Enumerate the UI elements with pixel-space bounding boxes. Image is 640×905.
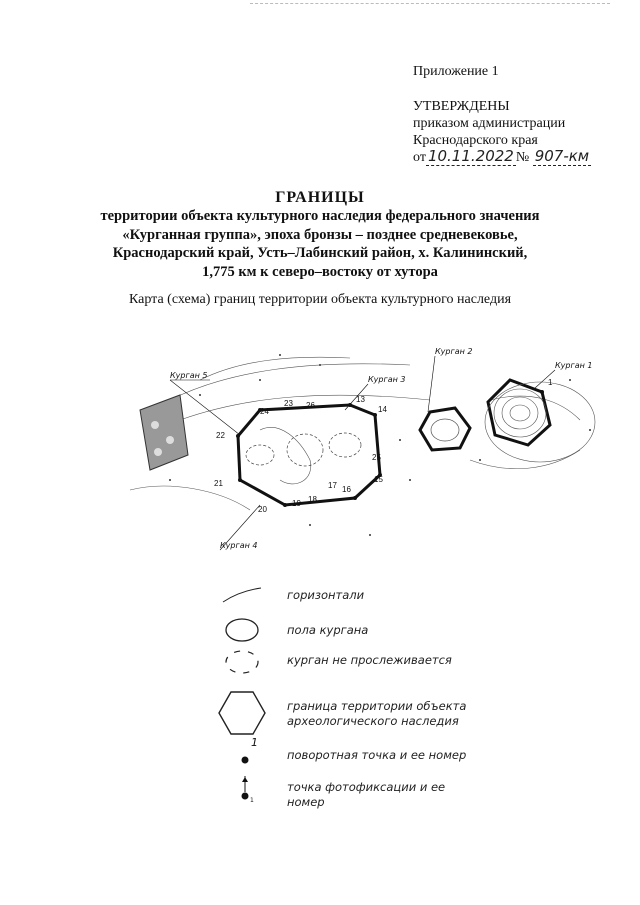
appendix-label: Приложение 1	[413, 64, 499, 79]
svg-text:1: 1	[548, 378, 553, 387]
svg-text:21: 21	[214, 479, 223, 488]
map-legend: горизонтали пола кургана курган не просл…	[215, 582, 505, 822]
elevation-dots	[169, 354, 591, 536]
photo-point-icon: 1	[241, 776, 254, 804]
building-hatched	[139, 394, 189, 471]
turning-point-number: 1	[251, 736, 258, 749]
ellipse-icon	[225, 618, 259, 642]
svg-text:16: 16	[342, 485, 351, 494]
legend-photo-line-1: точка фотофиксации и ее	[287, 780, 446, 794]
svg-text:13: 13	[356, 395, 365, 404]
svg-text:18: 18	[308, 495, 317, 504]
boundary-map: Курган 5 Курган 3 Курган 2 Курган 1 Кург…	[129, 347, 596, 551]
kurgan-label-4: Курган 4	[220, 541, 257, 550]
svg-text:15: 15	[374, 475, 383, 484]
approved-label: УТВЕРЖДЕНЫ	[413, 99, 510, 114]
kurgan-label-1: Курган 1	[555, 361, 592, 370]
dashed-ellipse-icon	[225, 650, 259, 674]
legend-hexagon-line-1: граница территории объекта	[287, 699, 467, 713]
svg-text:25: 25	[372, 453, 381, 462]
svg-text:23: 23	[284, 399, 293, 408]
legend-contour-label: горизонтали	[287, 588, 365, 602]
legend-photo-line-2: номер	[287, 795, 325, 809]
kurgan-label-2: Курган 2	[435, 347, 472, 356]
svg-text:20: 20	[258, 505, 267, 514]
document-title: ГРАНИЦЫ	[275, 189, 365, 206]
kurgan-leader-lines	[169, 355, 556, 551]
svg-text:24: 24	[260, 407, 269, 416]
legend-dashed-ellipse-label: курган не прослеживается	[287, 653, 452, 667]
svg-text:22: 22	[216, 431, 225, 440]
kurgan-label-3: Курган 3	[368, 375, 405, 384]
kurgan-ellipses	[245, 432, 362, 467]
subtitle-line-3: Краснодарский край, Усть–Лабинский район…	[112, 245, 528, 261]
svg-text:17: 17	[328, 481, 337, 490]
turning-point-numbers: 13 14 15 16 17 18 19 20 21 22 23 24 25 2…	[214, 378, 553, 514]
scan-top-edge	[250, 3, 610, 4]
approval-block: Приложение 1 УТВЕРЖДЕНЫ приказом админис…	[413, 63, 565, 149]
svg-text:26: 26	[306, 401, 315, 410]
subtitle-line-1: территории объекта культурного наследия …	[100, 208, 540, 224]
legend-turning-point-label: поворотная точка и ее номер	[287, 748, 467, 762]
svg-text:14: 14	[378, 405, 387, 414]
photo-point-number: 1	[250, 797, 254, 804]
legend-ellipse-label: пола кургана	[287, 623, 369, 637]
handwritten-date: 10.11.2022	[425, 147, 516, 166]
approval-line-1: приказом администрации	[413, 116, 566, 131]
subtitle-line-2: «Курганная группа», эпоха бронзы – поздн…	[122, 226, 518, 243]
number-sign: №	[515, 150, 530, 165]
subtitle-line-4: 1,775 км к северо–востоку от хутора	[202, 263, 438, 280]
document-subtitle: территории объекта культурного наследия …	[0, 207, 640, 281]
turning-point-icon: 1	[241, 736, 258, 764]
handwritten-number: 907-км	[532, 147, 592, 166]
approval-line-2: Краснодарского края	[413, 133, 538, 148]
boundary-hexagon-kurgan-1	[486, 378, 552, 447]
contour-lines	[129, 356, 581, 511]
hexagon-icon	[218, 691, 266, 735]
map-caption: Карта (схема) границ территории объекта …	[128, 292, 512, 307]
legend-photo-point-label: точка фотофиксации и ее номер	[287, 780, 445, 810]
contour-line-icon	[222, 587, 262, 603]
legend-hexagon-line-2: археологического наследия	[287, 714, 459, 728]
kurgan-label-5: Курган 5	[170, 371, 207, 380]
boundary-polygon-main	[236, 403, 382, 507]
boundary-hexagon-kurgan-2	[418, 406, 472, 452]
legend-hexagon-label: граница территории объекта археологическ…	[287, 699, 466, 729]
date-prefix: от	[413, 150, 426, 165]
svg-text:19: 19	[292, 499, 301, 508]
